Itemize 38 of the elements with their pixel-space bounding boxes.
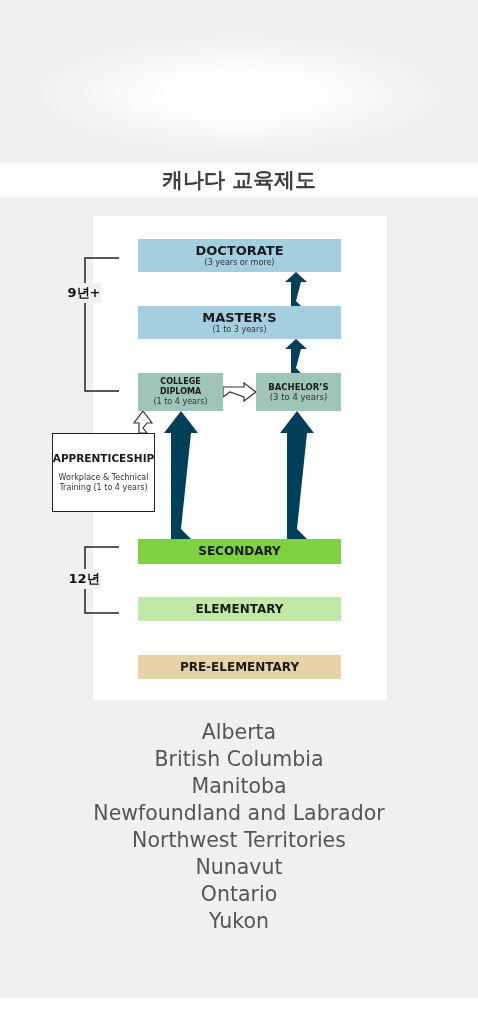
duration-text: (1 to 4 years) bbox=[153, 396, 208, 407]
level-box bbox=[138, 597, 341, 621]
block-arrow bbox=[280, 411, 314, 539]
level-box bbox=[138, 306, 341, 339]
province-name: Alberta bbox=[201, 719, 277, 745]
level-heading: PRE-ELEMENTARY bbox=[179, 659, 300, 675]
province-name: Northwest Territories bbox=[132, 827, 346, 853]
level-heading: MASTER’S bbox=[202, 309, 277, 325]
level-heading: BACHELOR’S bbox=[268, 381, 329, 392]
years-label: 9년+ bbox=[66, 283, 102, 303]
province-name: Ontario bbox=[200, 881, 278, 907]
province-name: Yukon bbox=[209, 908, 269, 934]
duration-text: Workplace & Technical Training (1 to 4 years) bbox=[57, 472, 150, 493]
level-box bbox=[138, 239, 341, 272]
years-label: 12년 bbox=[67, 569, 101, 589]
level-box bbox=[256, 373, 341, 411]
duration-text: (3 to 4 years) bbox=[269, 391, 328, 403]
level-box bbox=[138, 373, 223, 411]
level-box bbox=[52, 433, 155, 512]
province-name: Newfoundland and Labrador bbox=[93, 800, 385, 826]
duration-text: (1 to 3 years) bbox=[212, 325, 267, 336]
province-name: Nunavut bbox=[195, 854, 283, 880]
block-arrow bbox=[132, 410, 154, 434]
level-heading: APPRENTICESHIP bbox=[52, 452, 155, 465]
province-name: British Columbia bbox=[154, 746, 324, 772]
page-title: 캐나다 교육제도 bbox=[160, 167, 318, 194]
level-heading: DOCTORATE bbox=[195, 242, 284, 258]
level-box bbox=[138, 539, 341, 564]
block-arrow bbox=[285, 339, 307, 373]
level-heading: COLLEGE DIPLOMA bbox=[158, 377, 203, 397]
block-arrow bbox=[285, 272, 307, 306]
block-arrow bbox=[164, 411, 198, 539]
level-heading: ELEMENTARY bbox=[195, 601, 284, 617]
block-arrow bbox=[222, 381, 257, 403]
level-box bbox=[138, 655, 341, 679]
province-name: Manitoba bbox=[191, 773, 287, 799]
duration-text: (3 years or more) bbox=[204, 258, 275, 269]
level-heading: SECONDARY bbox=[198, 544, 281, 559]
